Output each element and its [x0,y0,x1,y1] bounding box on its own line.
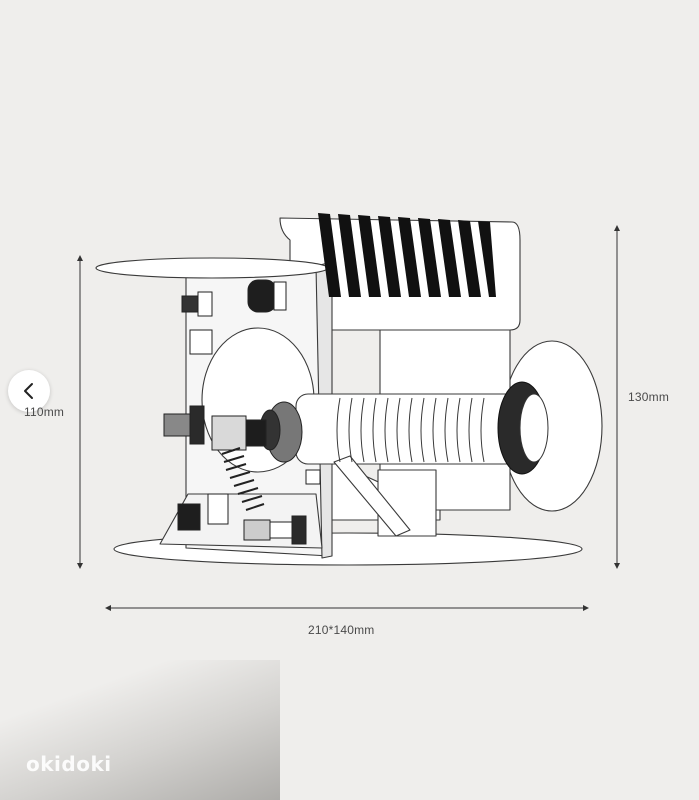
hex-nut [211,415,247,451]
dimension-base: 210*140mm [308,623,375,637]
side-bolt [163,413,191,437]
spring [221,447,265,511]
site-watermark: okidoki [26,752,112,776]
support-strut [333,455,411,537]
shaft [295,393,529,465]
previous-image-button[interactable] [8,370,50,412]
bottom-bolt [177,503,201,531]
upper-knob [247,279,277,313]
dimension-height-right: 130mm [628,390,670,404]
dimension-height-left: 110mm [24,405,65,419]
top-bolt [181,295,201,313]
chevron-left-icon [24,383,33,399]
nut-dark [245,419,267,447]
motor-fins [318,213,496,297]
adjust-screw [243,519,271,541]
top-plate [95,257,329,279]
shaft-coils [336,397,485,463]
